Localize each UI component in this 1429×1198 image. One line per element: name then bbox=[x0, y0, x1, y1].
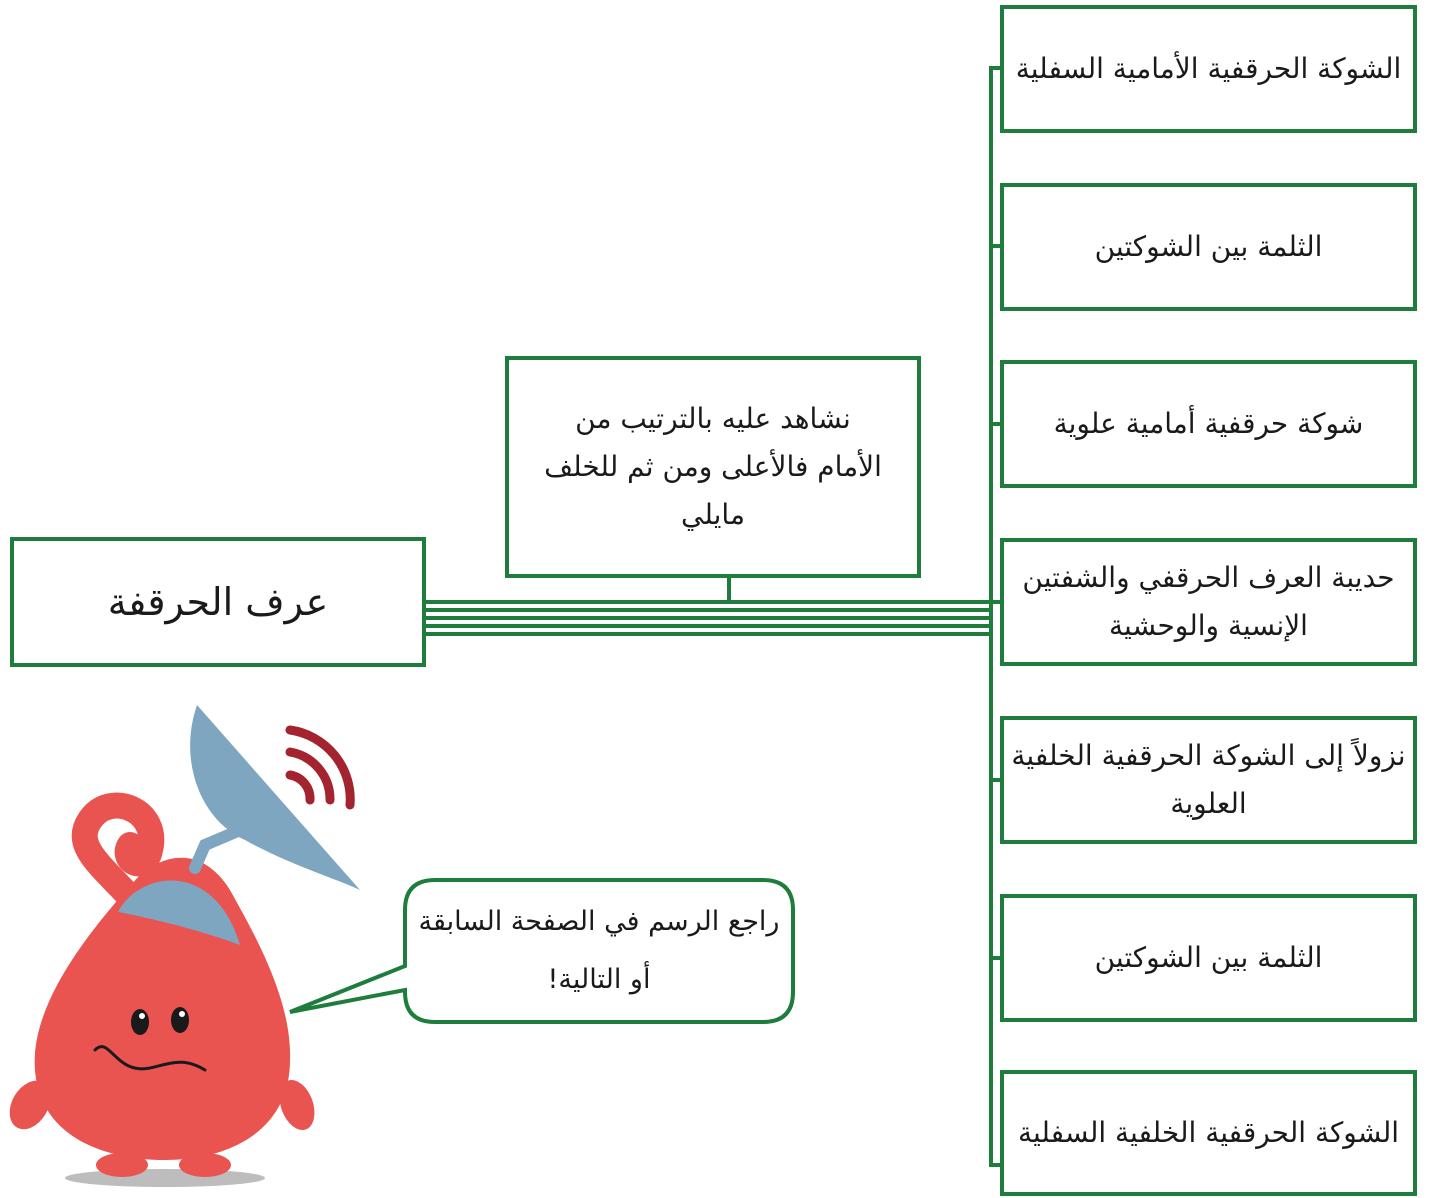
item-label: حديبة العرف الحرقفي والشفتين الإنسية وال… bbox=[1022, 561, 1395, 642]
item-node-5: نزولاً إلى الشوكة الحرقفية الخلفية العلو… bbox=[1000, 716, 1417, 844]
item-label: الثلمة بين الشوكتين bbox=[1094, 230, 1323, 263]
item-label: نزولاً إلى الشوكة الحرقفية الخلفية العلو… bbox=[1011, 739, 1406, 820]
item-label: شوكة حرقفية أمامية علوية bbox=[1053, 407, 1364, 440]
root-node: عرف الحرقفة bbox=[10, 537, 426, 667]
item-label: الشوكة الحرقفية الأمامية السفلية bbox=[1015, 52, 1402, 85]
item-node-4: حديبة العرف الحرقفي والشفتين الإنسية وال… bbox=[1000, 538, 1417, 666]
note-node: نشاهد عليه بالترتيب من الأمام فالأعلى وم… bbox=[505, 356, 921, 578]
item-node-2: الثلمة بين الشوكتين bbox=[1000, 183, 1417, 311]
root-label: عرف الحرقفة bbox=[107, 580, 329, 624]
item-label: الشوكة الحرقفية الخلفية السفلية bbox=[1017, 1116, 1400, 1149]
note-text: نشاهد عليه بالترتيب من الأمام فالأعلى وم… bbox=[544, 402, 882, 531]
item-node-7: الشوكة الحرقفية الخلفية السفلية bbox=[1000, 1070, 1417, 1196]
item-node-3: شوكة حرقفية أمامية علوية bbox=[1000, 360, 1417, 488]
item-node-1: الشوكة الحرقفية الأمامية السفلية bbox=[1000, 5, 1417, 133]
speech-bubble-text: راجع الرسم في الصفحة السابقة أو التالية! bbox=[418, 906, 780, 995]
item-label: الثلمة بين الشوكتين bbox=[1094, 941, 1323, 974]
item-node-6: الثلمة بين الشوكتين bbox=[1000, 894, 1417, 1022]
